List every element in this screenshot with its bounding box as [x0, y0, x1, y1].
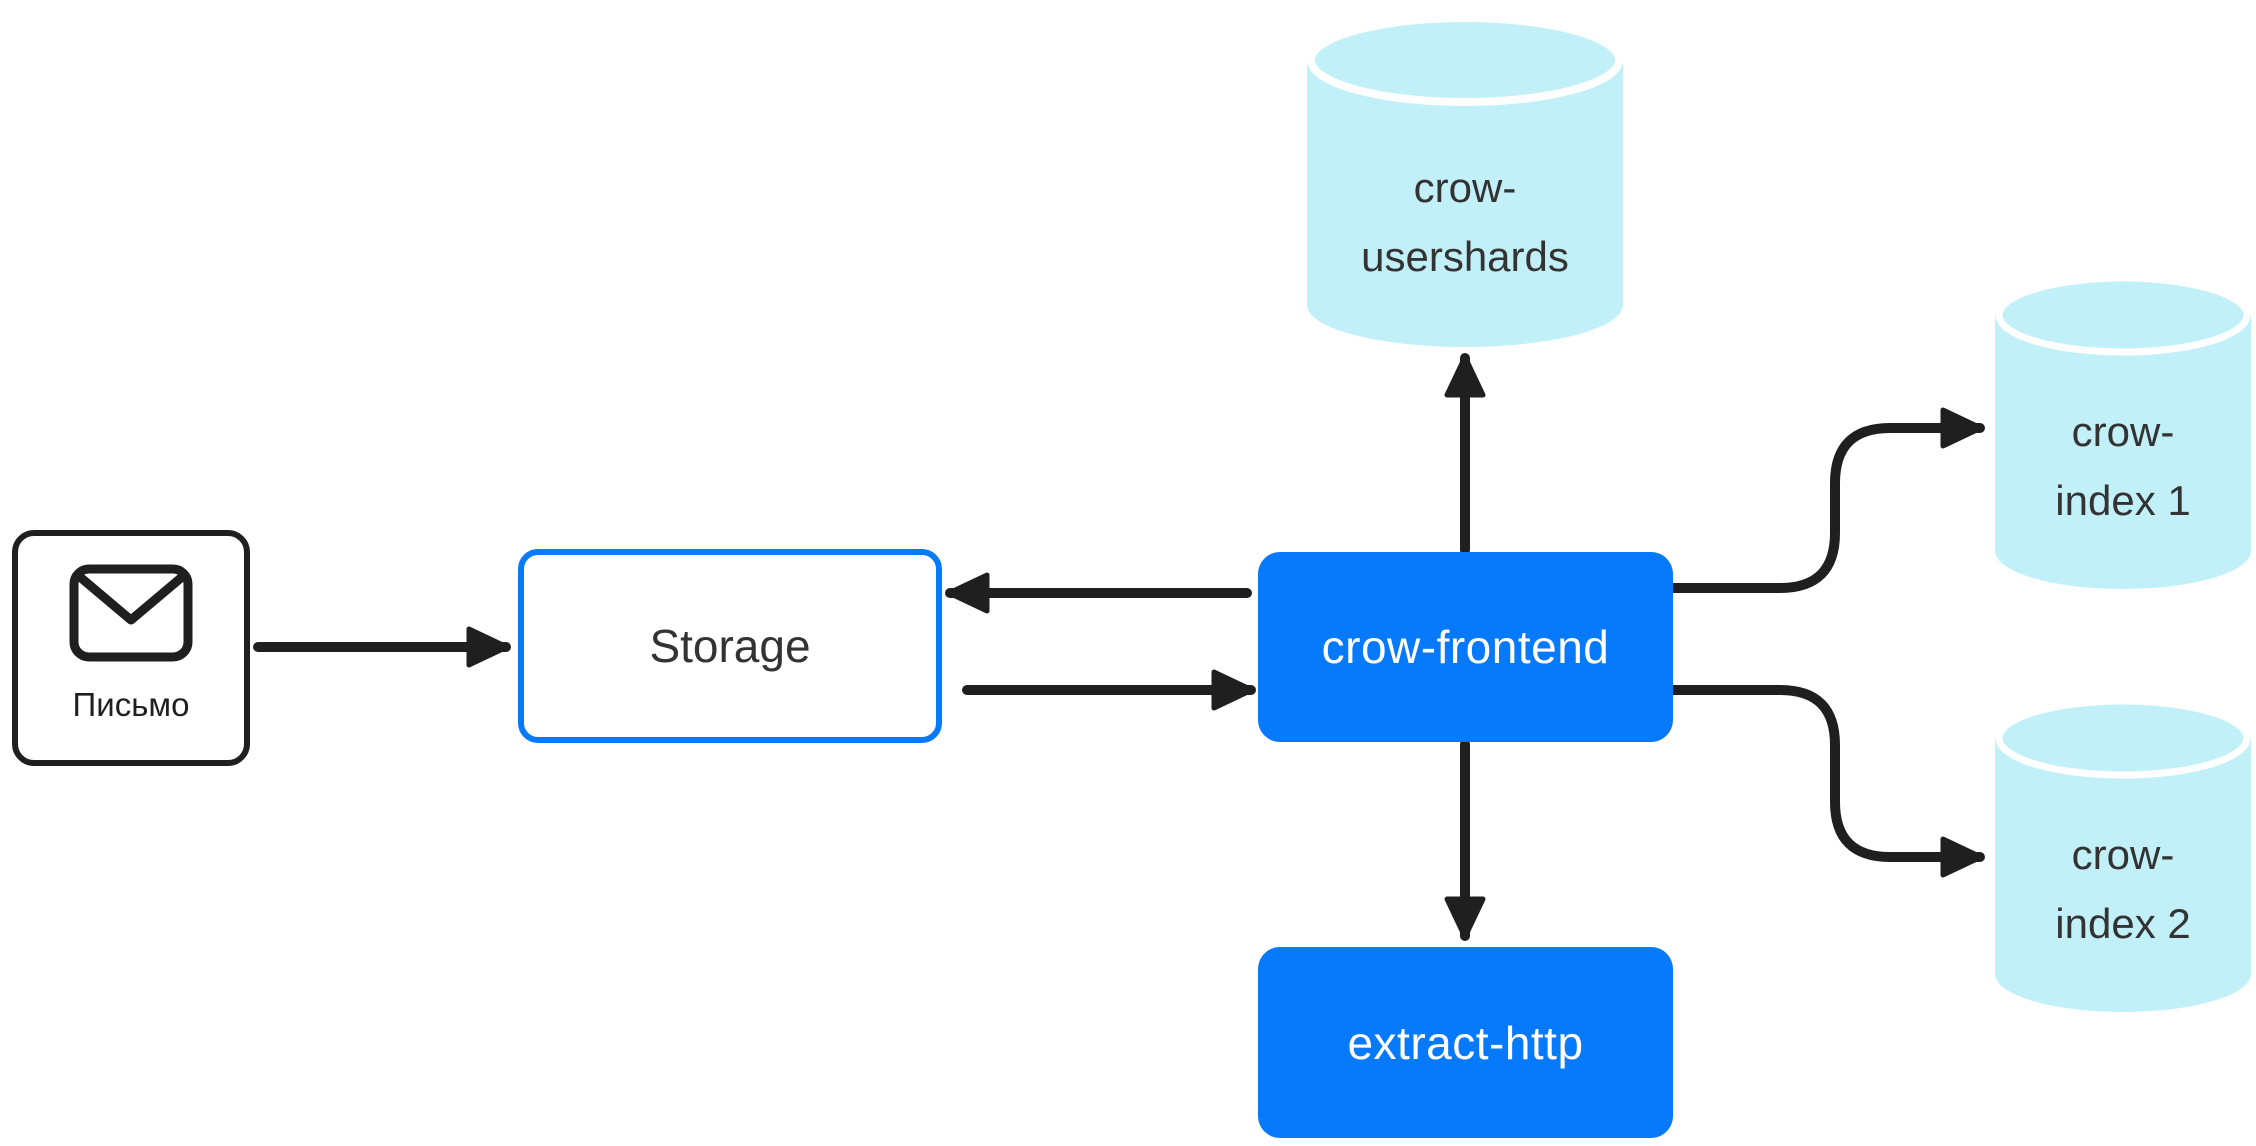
database-cylinder-icon: [1307, 14, 1623, 347]
crow-usershards-node: crow- usershards: [1307, 10, 1623, 350]
extract-http-node: extract-http: [1258, 947, 1673, 1138]
crow-index-2-label: crow- index 2: [2055, 831, 2191, 947]
crow-index-1-node: crow- index 1: [1995, 275, 2251, 590]
crow-frontend-label: crow-frontend: [1321, 621, 1610, 673]
crow-index-2-node: crow- index 2: [1995, 698, 2251, 1013]
storage-label: Storage: [649, 620, 811, 672]
extract-http-label: extract-http: [1347, 1016, 1584, 1069]
letter-label: Письмо: [72, 686, 190, 723]
storage-node: Storage: [518, 549, 942, 743]
database-cylinder-icon: [1995, 698, 2251, 1012]
crow-index-1-label: crow- index 1: [2055, 408, 2191, 524]
envelope-icon: [69, 564, 193, 662]
crow-usershards-label: crow- usershards: [1361, 164, 1569, 280]
arrow-crow-frontend-to-crow-index-1: [1667, 407, 1985, 593]
database-cylinder-icon: [1995, 275, 2251, 589]
letter-node: Письмо: [12, 530, 250, 766]
crow-frontend-node: crow-frontend: [1258, 552, 1673, 742]
arrow-crow-frontend-to-crow-index-2: [1667, 685, 1985, 878]
